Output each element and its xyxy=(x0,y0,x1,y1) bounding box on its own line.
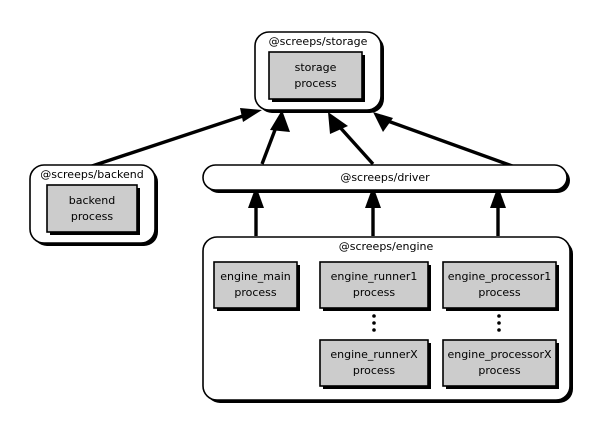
process-box-backend[interactable] xyxy=(46,184,138,233)
package-engine-label: @screeps/engine xyxy=(339,240,434,253)
process-box-storage[interactable] xyxy=(268,51,363,100)
package-driver-label: @screeps/driver xyxy=(340,171,430,184)
arrow-driver-right-to-storage xyxy=(373,112,516,169)
process-engine-processor1-suffix: process xyxy=(478,286,521,299)
process-engine-processorx-suffix: process xyxy=(478,364,521,377)
process-backend-name: backend xyxy=(69,194,115,207)
arrow-driver-left-to-storage xyxy=(260,110,290,165)
process-box-engine-runner1[interactable] xyxy=(319,261,429,309)
package-storage-label: @screeps/storage xyxy=(269,35,368,48)
package-backend-label: @screeps/backend xyxy=(40,168,144,181)
arrow-engine-mid-to-driver xyxy=(365,186,381,236)
process-box-engine-processor1[interactable] xyxy=(442,261,557,309)
package-engine[interactable]: @screeps/engine engine_main process engi… xyxy=(202,236,573,403)
process-backend-suffix: process xyxy=(71,210,114,223)
ellipsis-processor-column xyxy=(497,314,501,332)
arrow-backend-to-storage xyxy=(85,108,262,170)
arrow-engine-left-to-driver xyxy=(248,186,264,236)
package-backend[interactable]: @screeps/backend backend process xyxy=(29,164,158,246)
process-engine-processorx-name: engine_processorX xyxy=(447,348,552,361)
package-driver[interactable]: @screeps/driver xyxy=(202,164,570,193)
process-box-engine-main[interactable] xyxy=(213,261,298,309)
process-engine-processor1-name: engine_processor1 xyxy=(448,270,552,283)
package-storage[interactable]: @screeps/storage storage process xyxy=(254,31,384,113)
process-storage-name: storage xyxy=(295,61,337,74)
arrow-driver-mid-to-storage xyxy=(328,112,375,166)
process-engine-runner1-suffix: process xyxy=(353,286,396,299)
process-engine-runnerx-name: engine_runnerX xyxy=(330,348,418,361)
arrow-engine-right-to-driver xyxy=(490,186,506,236)
process-storage-suffix: process xyxy=(294,77,337,90)
process-engine-main-suffix: process xyxy=(234,286,277,299)
ellipsis-runner-column xyxy=(372,314,376,332)
process-engine-runnerx-suffix: process xyxy=(353,364,396,377)
process-engine-runner1-name: engine_runner1 xyxy=(331,270,418,283)
process-engine-main-name: engine_main xyxy=(220,270,291,283)
process-box-engine-processorx[interactable] xyxy=(442,339,557,387)
process-box-engine-runnerx[interactable] xyxy=(319,339,429,387)
